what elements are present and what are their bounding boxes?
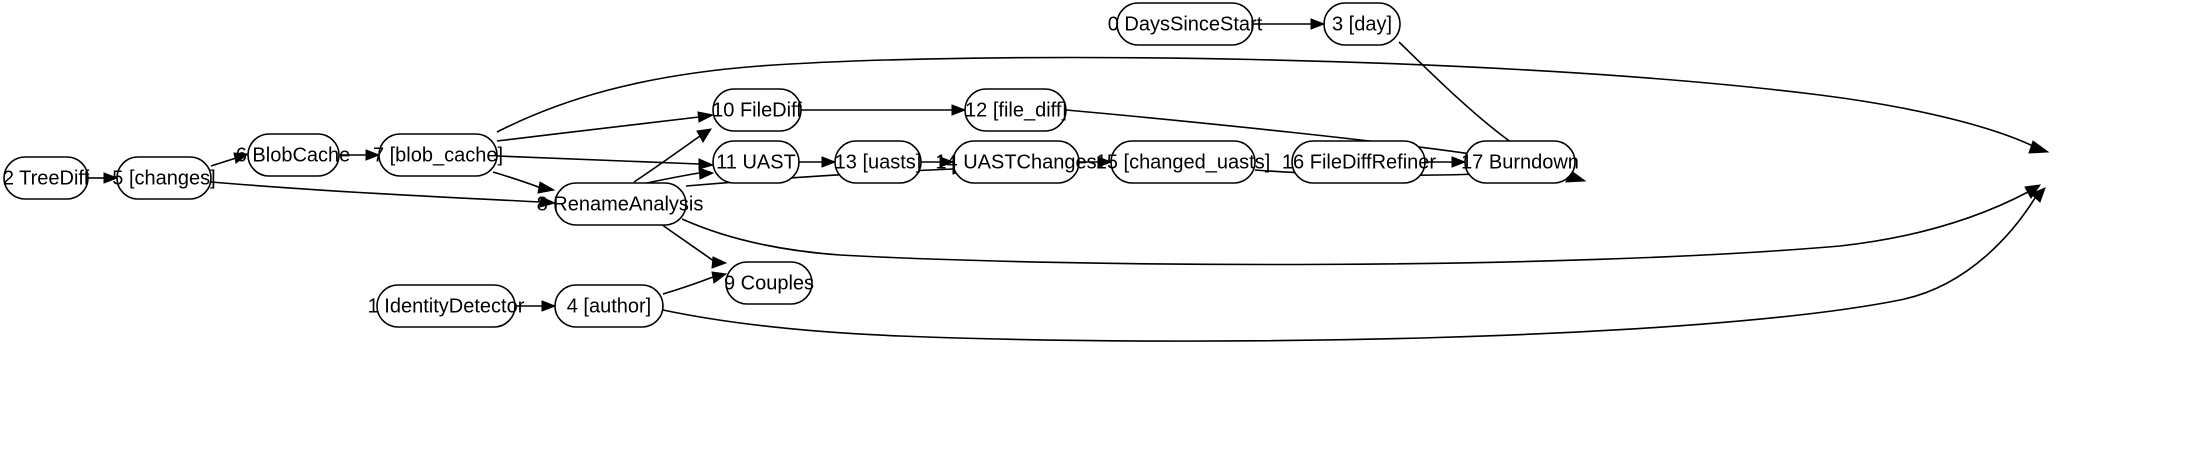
node-6-blobcache[interactable]: 6 BlobCache: [236, 133, 351, 177]
node-8-label: 8 RenameAnalysis: [537, 193, 704, 215]
edge-16-to-17: [1425, 156, 1467, 168]
node-12-file-diff[interactable]: 12 [file_diff]: [964, 88, 1067, 132]
node-14-uastchanges[interactable]: 14 UASTChanges: [935, 140, 1097, 184]
node-2-label: 2 TreeDiff: [3, 167, 90, 189]
node-16-box[interactable]: [1291, 140, 1426, 184]
node-13-uasts[interactable]: 13 [uasts]: [834, 140, 922, 184]
edge-10-to-12: [800, 104, 967, 116]
node-17-label: 17 Burndown: [1461, 151, 1579, 173]
node-2-treediff[interactable]: 2 TreeDiff: [3, 156, 90, 200]
node-15-changed-uasts[interactable]: 15 [changed_uasts]: [1096, 140, 1271, 184]
edge-8-to-10: [633, 128, 712, 183]
edge-8-to-11: [641, 167, 715, 185]
node-4-box[interactable]: [554, 284, 664, 328]
edge-7-to-10: [496, 111, 715, 142]
node-5-label: 5 [changes]: [112, 167, 215, 189]
node-4-label: 4 [author]: [567, 295, 652, 317]
node-4-author[interactable]: 4 [author]: [554, 284, 664, 328]
edge-7-to-11: [496, 155, 715, 170]
node-17-burndown[interactable]: 17 Burndown: [1461, 140, 1579, 184]
edge-4-to-17: [662, 187, 2046, 342]
node-9-couples[interactable]: 9 Couples: [724, 261, 814, 305]
node-3-day[interactable]: 3 [day]: [1323, 2, 1401, 46]
node-10-box[interactable]: [712, 88, 802, 132]
node-15-label: 15 [changed_uasts]: [1096, 151, 1271, 173]
node-14-label: 14 UASTChanges: [935, 151, 1096, 173]
node-1-box[interactable]: [376, 284, 516, 328]
node-11-box[interactable]: [712, 140, 800, 184]
node-12-label: 12 [file_diff]: [965, 99, 1067, 121]
node-11-uast[interactable]: 11 UAST: [712, 140, 800, 184]
node-10-filediff[interactable]: 10 FileDiff: [712, 88, 802, 132]
node-2-box[interactable]: [3, 156, 89, 200]
node-6-label: 6 BlobCache: [236, 144, 351, 166]
node-15-box[interactable]: [1110, 140, 1256, 184]
edge-5-to-6: [210, 152, 250, 167]
node-16-label: 16 FileDiffRefiner: [1282, 151, 1436, 173]
node-1-label: 1 IdentityDetector: [368, 295, 525, 317]
node-1-identitydetector[interactable]: 1 IdentityDetector: [368, 284, 525, 328]
node-9-label: 9 Couples: [724, 272, 814, 294]
node-8-box[interactable]: [554, 182, 687, 226]
edge-13-to-14: [921, 156, 955, 168]
node-7-box[interactable]: [378, 133, 498, 177]
edge-14-to-15: [1079, 156, 1113, 168]
node-10-label: 10 FileDiff: [712, 99, 802, 121]
node-0-box[interactable]: [1116, 2, 1254, 46]
node-12-box[interactable]: [964, 88, 1067, 132]
node-17-box[interactable]: [1464, 140, 1576, 184]
node-9-box[interactable]: [725, 261, 813, 305]
node-3-label: 3 [day]: [1332, 13, 1392, 35]
node-5-box[interactable]: [116, 156, 212, 200]
node-7-blob-cache[interactable]: 7 [blob_cache]: [373, 133, 503, 177]
node-3-box[interactable]: [1323, 2, 1401, 46]
node-0-dayssincestart[interactable]: 0 DaysSinceStart: [1108, 2, 1263, 46]
edge-1-to-4: [515, 300, 557, 312]
node-5-changes[interactable]: 5 [changes]: [112, 156, 216, 200]
node-7-label: 7 [blob_cache]: [373, 144, 503, 166]
node-0-label: 0 DaysSinceStart: [1108, 13, 1263, 35]
edge-0-to-3: [1253, 18, 1326, 30]
node-11-label: 11 UAST: [716, 151, 796, 173]
edge-7-to-17: [496, 56, 2050, 154]
node-14-box[interactable]: [952, 140, 1080, 184]
edge-8-to-17: [681, 184, 2042, 266]
edge-11-to-13: [799, 156, 837, 168]
node-6-box[interactable]: [247, 133, 340, 177]
edge-8-to-9: [653, 218, 728, 269]
edge-4-to-9: [662, 271, 728, 295]
node-layer: 0 DaysSinceStart 3 [day] 10 FileDiff 12 …: [3, 2, 1579, 328]
node-8-renameanalysis[interactable]: 8 RenameAnalysis: [537, 182, 704, 226]
edge-6-to-7: [339, 149, 381, 161]
node-13-box[interactable]: [834, 140, 922, 184]
edge-2-to-5: [88, 172, 119, 184]
edge-5-to-8: [210, 181, 557, 208]
node-16-filediffrefiner[interactable]: 16 FileDiffRefiner: [1282, 140, 1436, 184]
edge-7-to-8: [492, 171, 556, 194]
node-13-label: 13 [uasts]: [835, 151, 922, 173]
